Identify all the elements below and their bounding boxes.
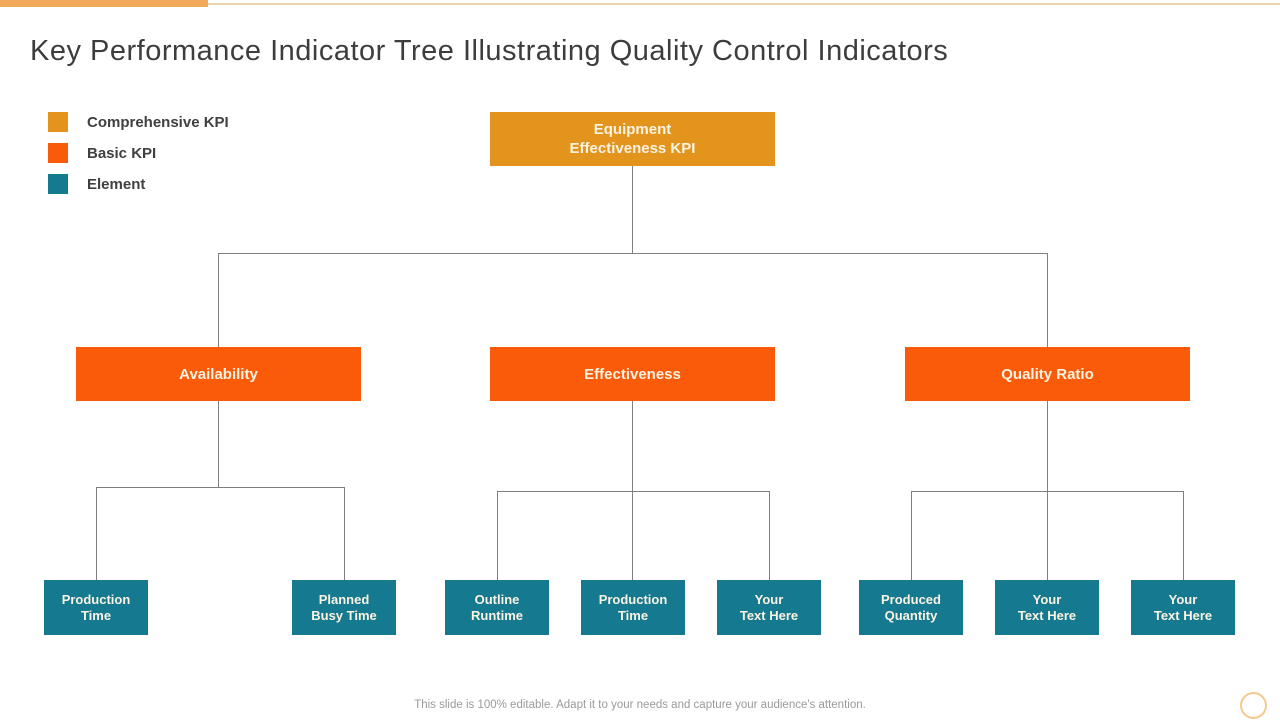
legend-item-comprehensive-kpi: Comprehensive KPI — [48, 112, 229, 132]
connector-leaf-drop — [344, 487, 345, 580]
node-label: Outline Runtime — [471, 591, 523, 623]
comprehensive-kpi-swatch — [48, 112, 68, 132]
node-label: Your Text Here — [1017, 591, 1077, 623]
corner-circle-decoration — [1240, 692, 1267, 719]
top-bar-accent — [0, 0, 208, 7]
node-label: Planned Busy Time — [311, 591, 377, 623]
connector-quality-ratio-children-horizontal — [911, 491, 1184, 492]
connector-root-drop — [632, 166, 633, 253]
legend-item-basic-kpi: Basic KPI — [48, 143, 229, 163]
node-your-text-here-3: Your Text Here — [1131, 580, 1235, 635]
connector-leaf-drop — [769, 491, 770, 580]
node-label: Your Text Here — [1153, 591, 1213, 623]
connector-quality-ratio-drop — [1047, 253, 1048, 347]
node-outline-runtime: Outline Runtime — [445, 580, 549, 635]
connector-level2-horizontal — [218, 253, 1048, 254]
legend: Comprehensive KPI Basic KPI Element — [48, 112, 229, 205]
node-quality-ratio: Quality Ratio — [905, 347, 1190, 401]
connector-leaf-drop — [497, 491, 498, 580]
top-bar-line — [208, 3, 1280, 5]
node-your-text-here-2: Your Text Here — [995, 580, 1099, 635]
connector-availability-children-horizontal — [96, 487, 345, 488]
node-label: Produced Quantity — [881, 591, 941, 623]
connector-quality-ratio-down — [1047, 401, 1048, 580]
connector-effectiveness-children-horizontal — [497, 491, 770, 492]
legend-label: Element — [87, 175, 146, 193]
node-label: Equipment Effectiveness KPI — [569, 121, 696, 157]
legend-item-element: Element — [48, 174, 229, 194]
node-label: Production Time — [61, 591, 131, 623]
footer-note: This slide is 100% editable. Adapt it to… — [414, 699, 866, 711]
connector-availability-down — [218, 401, 219, 487]
element-swatch — [48, 174, 68, 194]
node-production-time-1: Production Time — [44, 580, 148, 635]
connector-leaf-drop — [1183, 491, 1184, 580]
basic-kpi-swatch — [48, 143, 68, 163]
connector-leaf-drop — [911, 491, 912, 580]
node-label: Availability — [179, 365, 258, 383]
node-production-time-2: Production Time — [581, 580, 685, 635]
node-label: Effectiveness — [584, 365, 681, 383]
connector-effectiveness-down — [632, 401, 633, 580]
node-label: Production Time — [598, 591, 668, 623]
node-equipment-effectiveness-kpi: Equipment Effectiveness KPI — [490, 112, 775, 166]
node-availability: Availability — [76, 347, 361, 401]
legend-label: Basic KPI — [87, 144, 157, 162]
connector-leaf-drop — [96, 487, 97, 580]
node-label: Quality Ratio — [1001, 365, 1094, 383]
node-produced-quantity: Produced Quantity — [859, 580, 963, 635]
node-label: Your Text Here — [739, 591, 799, 623]
page-title: Key Performance Indicator Tree Illustrat… — [30, 35, 949, 68]
node-your-text-here-1: Your Text Here — [717, 580, 821, 635]
connector-availability-drop — [218, 253, 219, 347]
node-effectiveness: Effectiveness — [490, 347, 775, 401]
legend-label: Comprehensive KPI — [87, 113, 229, 131]
node-planned-busy-time: Planned Busy Time — [292, 580, 396, 635]
